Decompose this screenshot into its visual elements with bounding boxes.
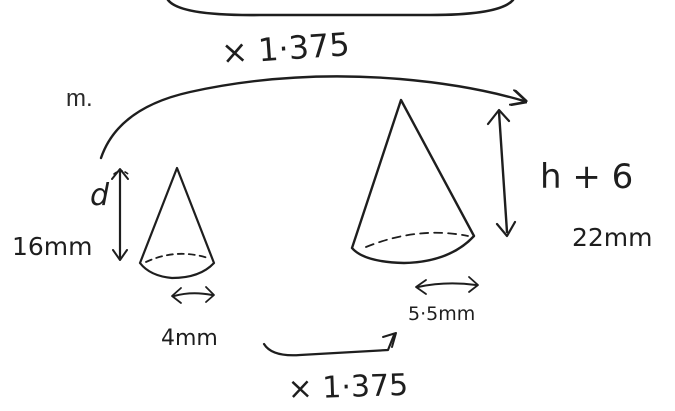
large-cone-base-dashed	[365, 231, 469, 248]
enlargement-arrow-bottom-head	[382, 332, 397, 348]
small-cone-height-symbol: d	[90, 178, 110, 213]
enlargement-arrow-top	[99, 75, 524, 160]
small-cone-height-value: 16mm	[12, 232, 93, 261]
scale-factor-top-label: × 1·375	[220, 25, 351, 72]
large-cone-outline	[350, 98, 476, 265]
small-cone-base-width: 4mm	[161, 326, 218, 351]
large-cone-height-arrow	[486, 108, 517, 238]
large-cone-height-expression: h + 6	[540, 157, 633, 197]
top-frame-arc	[166, 0, 515, 17]
large-cone-height-value: 22mm	[572, 223, 653, 252]
enlargement-arrow-bottom	[262, 333, 396, 357]
large-cone	[350, 98, 476, 265]
text-fragment: m.	[66, 85, 93, 112]
small-cone-base-dashed	[145, 252, 209, 263]
small-cone-height-arrow	[111, 168, 129, 261]
small-cone	[138, 166, 216, 280]
small-cone-base-arrow	[171, 286, 215, 304]
large-cone-base-arrow	[415, 276, 479, 295]
small-cone-outline	[138, 166, 216, 280]
scale-factor-bottom-label: × 1·375	[287, 368, 409, 407]
large-cone-base-width: 5·5mm	[408, 303, 475, 325]
